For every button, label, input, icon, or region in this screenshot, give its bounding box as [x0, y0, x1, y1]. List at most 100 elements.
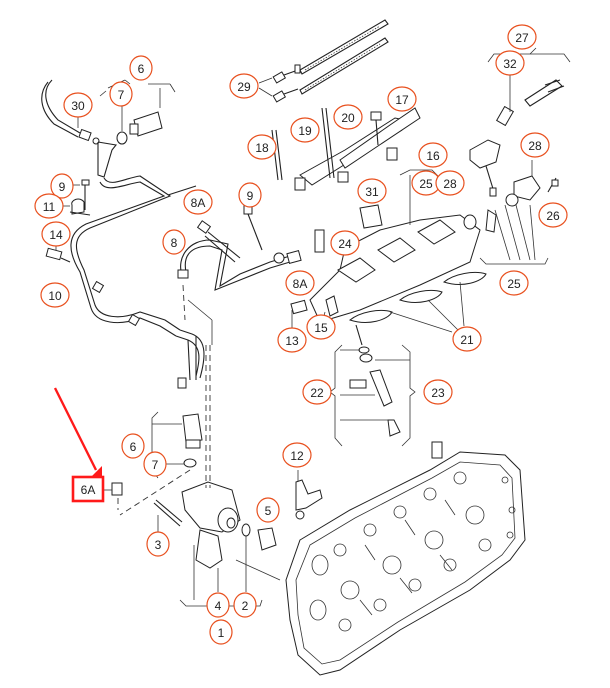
- callout-16: 16: [418, 142, 448, 168]
- callout-24: 24: [330, 230, 360, 256]
- callout-label: 8A: [293, 277, 308, 291]
- callout-label: 28: [528, 139, 542, 153]
- callout-9-mid: 9: [238, 182, 262, 208]
- fuel-rail-assembly: [271, 107, 497, 333]
- callout-2: 2: [233, 592, 257, 618]
- callout-label: 6: [138, 62, 145, 76]
- callout-label: 15: [314, 321, 328, 335]
- callout-circle: [206, 592, 230, 618]
- fuel-line-left: [70, 175, 205, 389]
- callout-label: 30: [71, 99, 85, 113]
- cylinder-head: [285, 441, 526, 676]
- bracket-clip: [62, 179, 91, 216]
- callout-28: 28: [520, 132, 550, 158]
- callout-circle: [109, 81, 133, 107]
- callout-label: 19: [298, 124, 312, 138]
- connector-14: [45, 242, 71, 263]
- callout-23: 23: [423, 379, 453, 405]
- callout-circle: [143, 451, 167, 477]
- callout-14: 14: [41, 221, 71, 247]
- callout-13: 13: [277, 327, 307, 353]
- injector-group: [329, 324, 416, 447]
- pressure-sensor-assembly-top: [41, 79, 176, 178]
- callout-label: 8A: [191, 196, 206, 210]
- callout-label: 31: [365, 185, 379, 199]
- callout-circle: [452, 326, 482, 352]
- callout-label: 25: [419, 177, 433, 191]
- callout-32: 32: [495, 50, 525, 76]
- callout-1: 1: [209, 619, 233, 645]
- callout-circle: [41, 221, 71, 247]
- callout-label: 8: [171, 236, 178, 250]
- callout-8a-top: 8A: [183, 189, 213, 215]
- callout-18: 18: [247, 134, 277, 160]
- callout-11: 11: [34, 193, 64, 219]
- callout-circle: [507, 24, 537, 50]
- callout-29: 29: [229, 73, 259, 99]
- callout-circle: [333, 104, 363, 130]
- callout-label: 17: [395, 93, 409, 107]
- callout-label: 23: [431, 386, 445, 400]
- high-pressure-pump-assembly: [99, 345, 281, 616]
- callout-label: 7: [152, 458, 159, 472]
- callout-15: 15: [306, 314, 336, 340]
- callout-27: 27: [507, 24, 537, 50]
- callout-circle: [129, 55, 153, 81]
- callout-label: 1: [218, 626, 225, 640]
- callout-label: 13: [285, 334, 299, 348]
- callout-8: 8: [162, 229, 186, 255]
- callout-circle: [357, 178, 387, 204]
- callout-label: 14: [49, 228, 63, 242]
- callout-circle: [183, 189, 213, 215]
- callout-circle: [256, 497, 280, 523]
- callout-label: 32: [503, 57, 517, 71]
- callout-9-left: 9: [50, 173, 74, 199]
- highlight-arrow: [53, 387, 102, 480]
- callout-label: 25: [507, 277, 521, 291]
- callout-7-top: 7: [109, 81, 133, 107]
- callout-circle: [121, 433, 145, 459]
- callout-circle: [50, 173, 74, 199]
- callout-label: 27: [515, 31, 529, 45]
- callout-circle: [209, 619, 233, 645]
- callout-circle: [285, 270, 315, 296]
- highlight-box: [71, 475, 105, 503]
- callout-25-bottom: 25: [499, 270, 529, 296]
- cable-ties: [258, 19, 389, 103]
- callout-22: 22: [302, 379, 332, 405]
- callout-12: 12: [282, 442, 312, 468]
- callout-6-low: 6: [121, 433, 145, 459]
- callout-circle: [229, 73, 259, 99]
- callout-label: 4: [215, 599, 222, 613]
- callout-circle: [238, 182, 262, 208]
- callout-circle: [435, 170, 465, 196]
- callout-circle: [247, 134, 277, 160]
- callout-label: 6A: [81, 483, 96, 497]
- callout-label: 9: [59, 180, 66, 194]
- sensor-group-right: [469, 47, 571, 265]
- callout-label: 20: [341, 111, 355, 125]
- callout-21: 21: [452, 326, 482, 352]
- callout-circle: [418, 142, 448, 168]
- callout-circle: [290, 117, 320, 143]
- callout-circle: [387, 86, 417, 112]
- callout-3: 3: [146, 531, 170, 557]
- callout-label: 3: [155, 538, 162, 552]
- callout-label: 28: [443, 177, 457, 191]
- callout-circle: [538, 202, 568, 228]
- callout-label: 24: [338, 237, 352, 251]
- callout-label: 22: [310, 386, 324, 400]
- callout-label: 16: [426, 149, 440, 163]
- callout-label: 10: [48, 289, 62, 303]
- callout-30: 30: [63, 92, 93, 118]
- callout-7-low: 7: [143, 451, 167, 477]
- callout-circle: [495, 50, 525, 76]
- bracket-12: [295, 470, 323, 520]
- callout-label: 18: [255, 141, 269, 155]
- callout-circle: [282, 442, 312, 468]
- fuel-line-center: [177, 203, 302, 345]
- callout-28-top: 28: [435, 170, 465, 196]
- callout-6a: 6A: [71, 475, 105, 503]
- callout-circle: [306, 314, 336, 340]
